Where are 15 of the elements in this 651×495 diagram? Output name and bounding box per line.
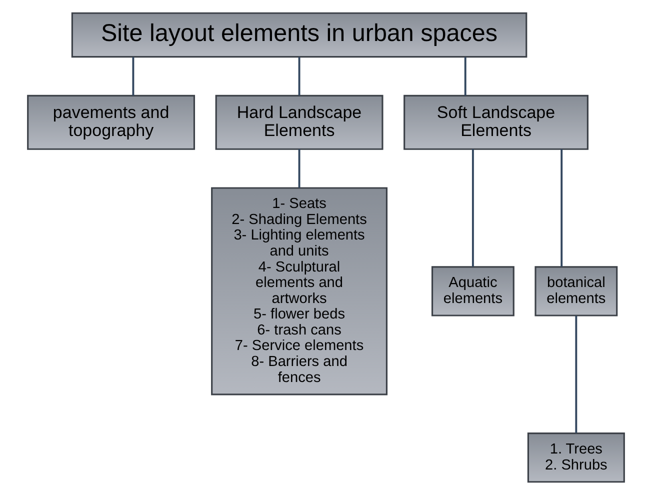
connector xyxy=(574,316,577,433)
node-box: Soft Landscape Elements xyxy=(403,94,588,150)
connector xyxy=(132,57,134,96)
node-box: 1. Trees 2. Shrubs xyxy=(526,432,624,483)
node-box: botanical elements xyxy=(534,266,618,316)
connector xyxy=(298,57,300,96)
node-box: Site layout elements in urban spaces xyxy=(70,12,527,58)
node-box: Aquatic elements xyxy=(430,266,514,316)
connector xyxy=(471,149,474,267)
connector xyxy=(560,149,562,267)
node-box: pavements and topography xyxy=(26,94,195,150)
node-box: Hard Landscape Elements xyxy=(214,94,383,150)
node-box: 1- Seats 2- Shading Elements 3- Lighting elements and units 4- Sculptural elements and artworks 5- flower beds 6- trash cans 7- Service elements 8- Barriers and fences xyxy=(210,187,388,396)
connector xyxy=(298,149,300,188)
connector xyxy=(464,57,466,96)
